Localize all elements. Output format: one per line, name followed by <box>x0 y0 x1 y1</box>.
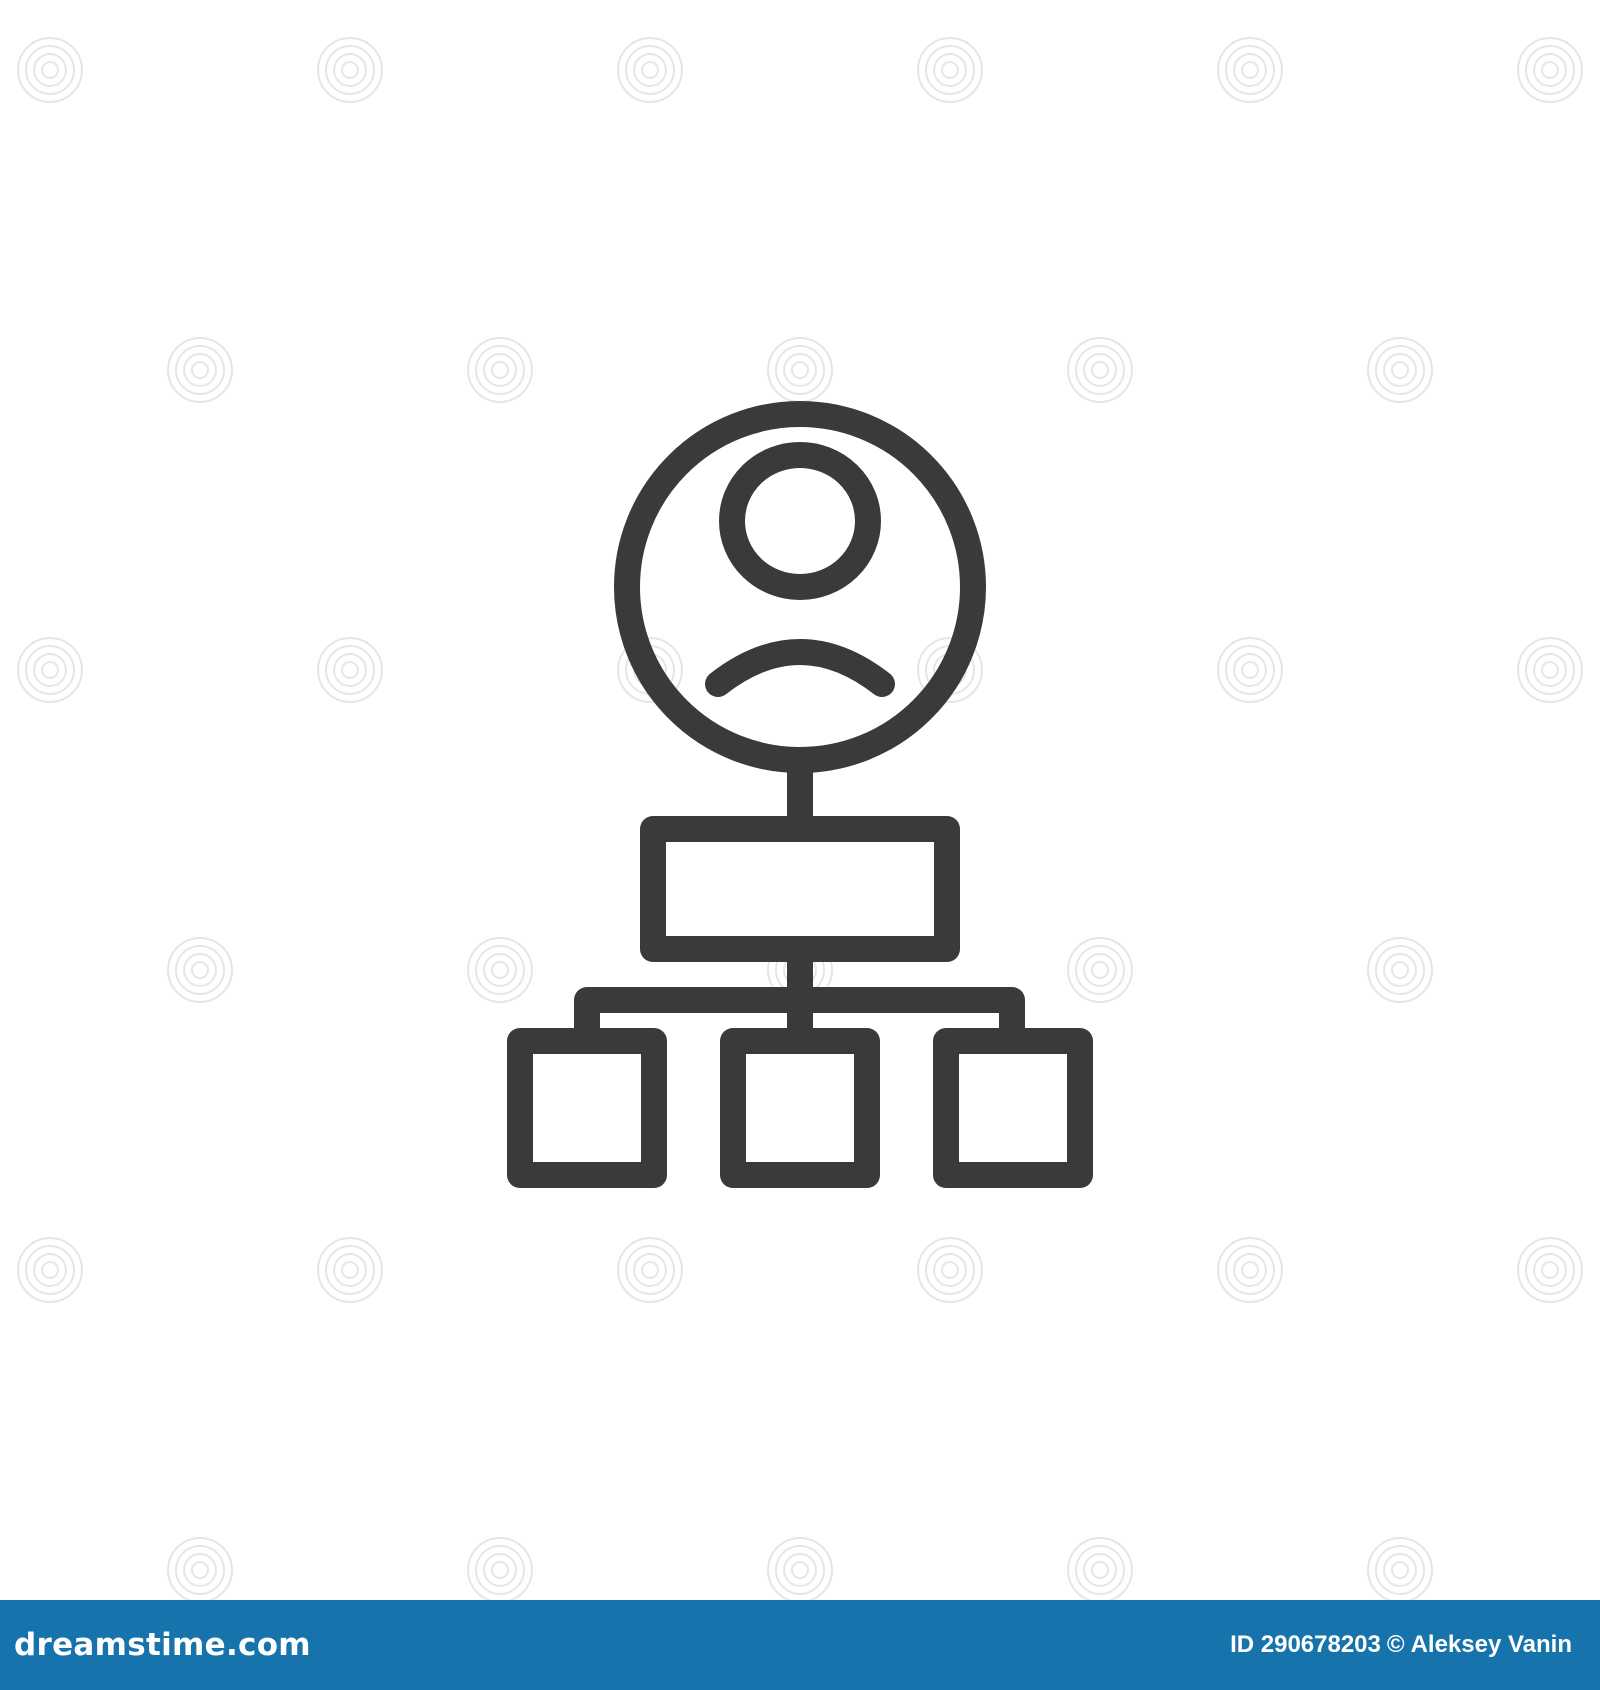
author-name[interactable]: Aleksey Vanin <box>1410 1631 1572 1658</box>
team-box-left-icon <box>507 1028 667 1188</box>
person-head-icon <box>719 442 881 600</box>
image-id-label: ID 290678203 <box>1230 1631 1381 1658</box>
person-shoulders-icon <box>705 639 895 697</box>
copyright-icon: © <box>1386 1631 1405 1658</box>
footer-bar: dreamstime.com ID 290678203 © Aleksey Va… <box>0 1600 1600 1690</box>
team-box-right-icon <box>933 1028 1093 1188</box>
org-chart-icon <box>507 401 1093 1188</box>
team-box-center-icon <box>720 1028 880 1188</box>
connector-branch <box>574 987 1025 1054</box>
image-credit: ID 290678203 © Aleksey Vanin <box>1230 1631 1572 1659</box>
site-logo[interactable]: dreamstime.com <box>14 1627 311 1663</box>
department-box-icon <box>640 816 960 962</box>
